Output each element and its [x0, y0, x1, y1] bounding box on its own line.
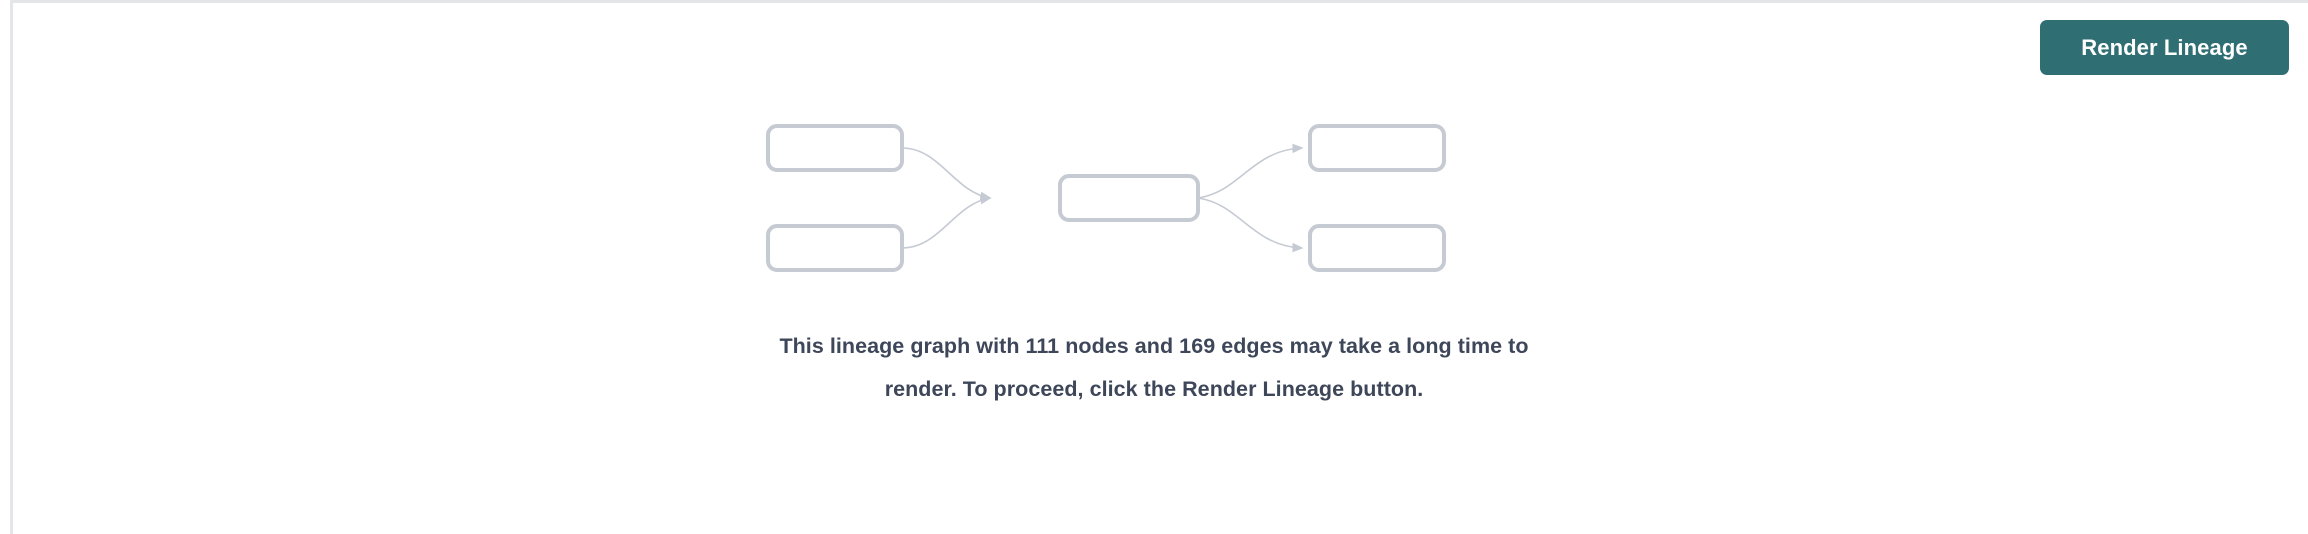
lineage-node-upstream-1 — [766, 124, 904, 172]
edge-focus-to-downstream-2 — [1197, 197, 1304, 253]
lineage-edges — [901, 143, 1304, 253]
edge-focus-to-downstream-1 — [1197, 143, 1304, 199]
lineage-node-downstream-1 — [1308, 124, 1446, 172]
edge-upstream-1-to-focus — [901, 147, 992, 202]
edge-upstream-2-to-focus — [901, 194, 992, 249]
lineage-render-warning-message: This lineage graph with 111 nodes and 16… — [779, 334, 1529, 401]
lineage-node-focus — [1058, 174, 1200, 222]
lineage-node-downstream-2 — [1308, 224, 1446, 272]
render-lineage-button[interactable]: Render Lineage — [2040, 20, 2289, 75]
left-divider — [10, 3, 13, 534]
lineage-node-upstream-2 — [766, 224, 904, 272]
top-divider — [10, 0, 2308, 3]
empty-state-container: This lineage graph with 111 nodes and 16… — [0, 120, 2308, 411]
lineage-graph-illustration — [766, 124, 1446, 272]
lineage-nodes — [766, 124, 1446, 272]
